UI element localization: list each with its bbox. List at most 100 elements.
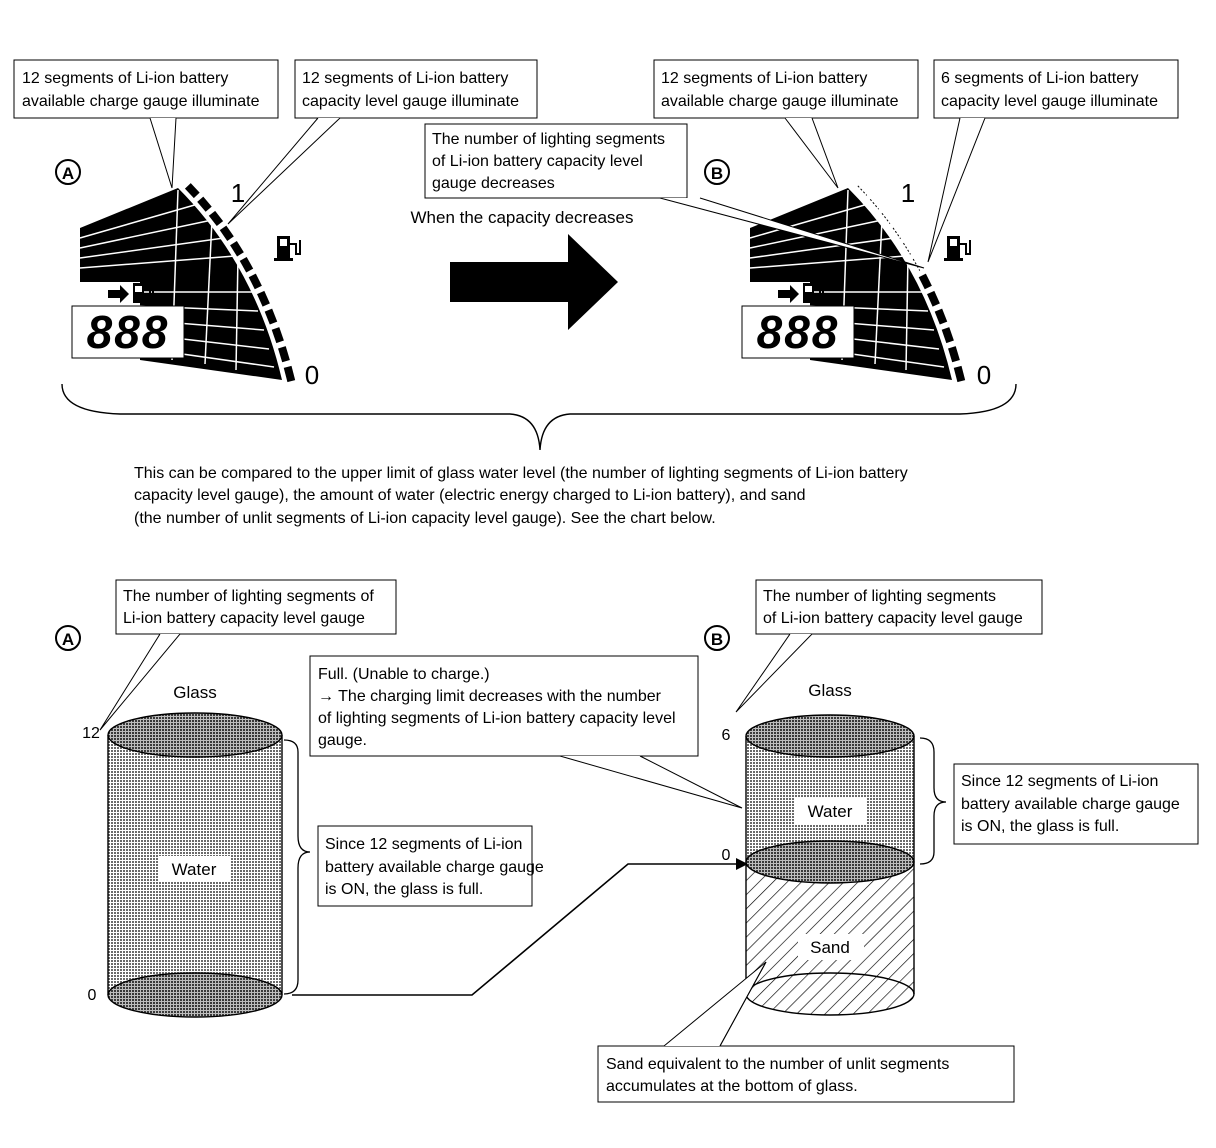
capacity-segment (953, 365, 966, 383)
glass-b: B The number of lighting segments of Li-… (309, 579, 1199, 1103)
panel-a-gauge: A (13, 59, 538, 390)
summary-line2: capacity level gauge), the amount of wat… (134, 487, 805, 504)
callout-capacity-a-line1: 12 segments of Li-ion battery (302, 70, 508, 87)
capacity-segment (934, 308, 948, 325)
connector-line (292, 863, 736, 996)
capacity-decrease-arrow (450, 234, 618, 330)
capacity-segment (271, 327, 284, 344)
sand-note-line1: Sand equivalent to the number of unlit s… (606, 1056, 949, 1073)
callout-glass-b-line1: The number of lighting segments (763, 588, 996, 605)
capacity-segment (208, 210, 224, 227)
connector-arrowhead (736, 858, 748, 870)
sand-b-label: Sand (810, 938, 850, 957)
note-b-line2: battery available charge gauge (961, 796, 1180, 813)
capacity-segment (889, 225, 904, 241)
capacity-segment (878, 210, 894, 227)
marker-a-circle (55, 159, 81, 185)
scale-bottom-b: 0 (977, 360, 991, 390)
marker-b: B (711, 164, 723, 183)
callout-capacity-a (294, 59, 538, 119)
marker-a: A (62, 164, 74, 183)
panel-b-gauge: B 88 (424, 59, 1179, 390)
note-a-line3: is ON, the glass is full. (325, 881, 483, 898)
note-b (953, 763, 1199, 845)
full-note-line4: gauge. (318, 732, 367, 749)
callout-glass-b-line2: of Li-ion battery capacity level gauge (763, 610, 1023, 627)
summary-line3: (the number of unlit segments of Li-ion … (134, 510, 716, 527)
digits-a: 888 (87, 306, 170, 358)
fuel-pump-icon (274, 236, 301, 261)
note-a (317, 825, 533, 907)
sand-note (597, 1045, 1015, 1103)
scale-top-b: 1 (901, 178, 915, 208)
capacity-segment (948, 346, 960, 363)
marker-a2: A (62, 630, 74, 649)
gauge-a-body (80, 188, 282, 380)
brace-b (919, 737, 947, 865)
capacity-segment (867, 196, 882, 212)
callout-decrease-line2: of Li-ion battery capacity level (432, 153, 643, 170)
capacity-segment (918, 273, 932, 290)
callout-decrease-line3: gauge decreases (432, 175, 555, 192)
note-b-line1: Since 12 segments of Li-ion (961, 773, 1158, 790)
callout-glass-b (755, 579, 1043, 635)
full-note-line1: Full. (Unable to charge.) (318, 666, 490, 683)
capacity-gauge-b (854, 183, 966, 383)
water-a-label: Water (172, 860, 217, 879)
note-a-line2: battery available charge gauge (325, 859, 544, 876)
callout-capacity-a-line2: capacity level gauge illuminate (302, 93, 519, 110)
capacity-segment (257, 290, 270, 307)
glass-a-label: Glass (173, 683, 216, 702)
capacity-segment (283, 365, 296, 383)
capacity-gauge-a (184, 183, 296, 383)
charge-indicator-icon-b (778, 283, 824, 303)
capacity-segment (219, 225, 234, 241)
callout-available-a-line2: available charge gauge illuminate (22, 93, 260, 110)
full-note-line3: of lighting segments of Li-ion battery c… (318, 710, 676, 727)
capacity-segment (197, 196, 212, 212)
scale-top-a: 1 (231, 178, 245, 208)
marker-a2-circle (55, 625, 81, 651)
summary-line1: This can be compared to the upper limit … (134, 465, 908, 482)
callout-capacity-b (933, 59, 1179, 119)
callout-available-b-line2: available charge gauge illuminate (661, 93, 899, 110)
glass-b-scale-top: 6 (722, 727, 731, 744)
fuel-pump-icon-b (944, 236, 971, 261)
callout-glass-a (115, 579, 397, 635)
callout-available-a-line1: 12 segments of Li-ion battery (22, 70, 228, 87)
scale-bottom-a: 0 (305, 360, 319, 390)
glass-b-label: Glass (808, 681, 851, 700)
capacity-segment (278, 346, 290, 363)
capacity-segment (909, 257, 924, 273)
digits-b: 888 (757, 306, 840, 358)
callout-available-a (13, 59, 279, 119)
arrow-label: When the capacity decreases (410, 208, 633, 227)
callout-capacity-b-line1: 6 segments of Li-ion battery (941, 70, 1138, 87)
full-note-line2: → The charging limit decreases with the … (318, 688, 662, 705)
capacity-segment (184, 183, 200, 199)
callout-capacity-b-line2: capacity level gauge illuminate (941, 93, 1158, 110)
gauge-b-body (750, 188, 952, 380)
marker-b2: B (711, 630, 723, 649)
capacity-segment (927, 290, 940, 307)
glass-a: A The number of lighting segments of Li-… (55, 579, 544, 1018)
callout-glass-a-line1: The number of lighting segments of (123, 588, 374, 605)
summary-brace (61, 383, 1017, 451)
capacity-segment (900, 241, 914, 257)
callout-available-b (653, 59, 919, 119)
capacity-segment (239, 257, 254, 273)
brace-a (283, 739, 311, 995)
callout-decrease-line1: The number of lighting segments (432, 131, 665, 148)
callout-glass-a-line2: Li-ion battery capacity level gauge (123, 610, 365, 627)
sand-note-line2: accumulates at the bottom of glass. (606, 1078, 858, 1095)
water-b-label: Water (808, 802, 853, 821)
glass-a-scale-bottom: 0 (88, 987, 97, 1004)
capacity-segment (248, 273, 262, 290)
full-note (309, 655, 699, 757)
note-a-line1: Since 12 segments of Li-ion (325, 836, 522, 853)
callout-decrease-b (424, 123, 688, 199)
capacity-segment (941, 327, 954, 344)
note-b-line3: is ON, the glass is full. (961, 818, 1119, 835)
